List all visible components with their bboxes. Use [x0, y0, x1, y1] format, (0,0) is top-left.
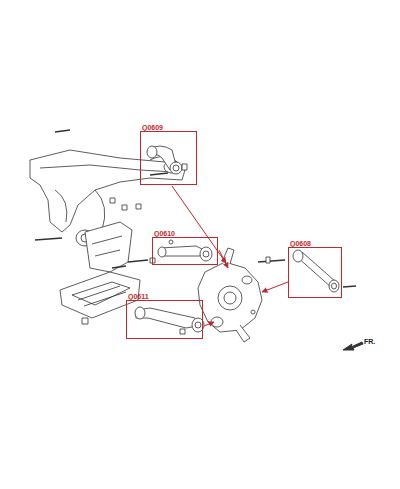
part-frame: Q0610 — [152, 237, 218, 265]
part-frame: Q0608 — [288, 247, 342, 298]
part-frame: Q0611 — [126, 300, 203, 339]
part-frame: Q0609 — [140, 131, 197, 185]
part-number: Q0609 — [142, 124, 163, 131]
part-number: Q0611 — [128, 293, 149, 300]
part-number: Q0610 — [154, 230, 175, 237]
direction-label: FR. — [364, 338, 375, 345]
part-number: Q0608 — [290, 240, 311, 247]
